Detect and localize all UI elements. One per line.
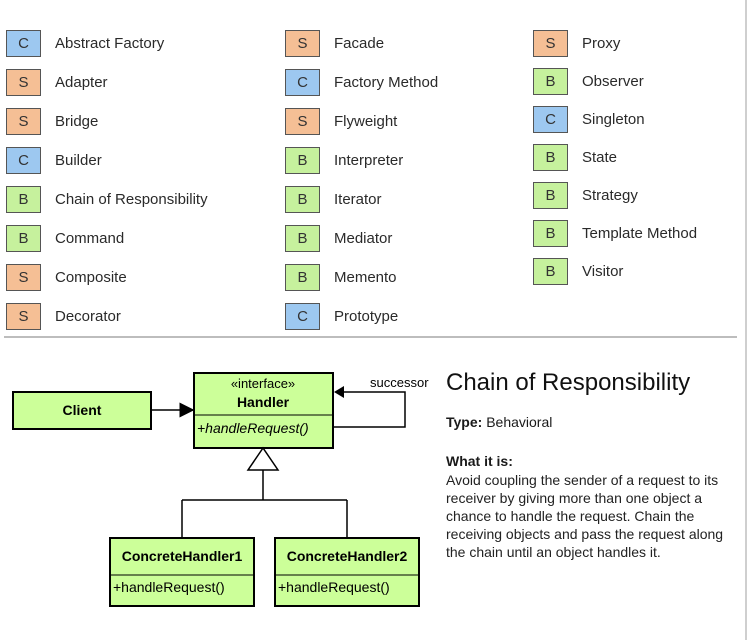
pattern-name: Singleton [582,110,645,128]
concrete-handler-1-box [109,537,255,607]
pattern-name: Observer [582,72,644,90]
pattern-title: Chain of Responsibility [446,369,691,396]
pattern-category-badge: B [6,185,41,213]
pattern-category-badge: B [533,67,568,95]
pattern-category-badge: B [533,257,568,285]
pattern-name: State [582,148,618,166]
pattern-name: Template Method [582,224,698,242]
right-border [745,0,747,640]
concrete-handler-2-method: +handleRequest() [278,579,390,595]
section-divider [4,336,737,338]
pattern-item-template-method[interactable]: B Template Method [533,218,697,248]
pattern-category-badge: B [285,146,320,174]
concrete-handler-2-box [274,537,420,607]
pattern-category-badge: C [285,68,320,96]
handler-stereotype: «interface» [231,376,295,391]
pattern-name: Factory Method [334,73,439,91]
pattern-category-badge: S [533,29,568,57]
pattern-item-facade[interactable]: S Facade [285,28,384,58]
what-it-is-heading: What it is: [446,453,513,469]
pattern-category-badge: C [533,105,568,133]
pattern-category-badge: C [6,29,41,57]
pattern-name: Adapter [55,73,108,91]
pattern-category-badge: S [6,302,41,330]
type-value: Behavioral [486,414,553,430]
successor-label: successor [370,375,429,390]
pattern-category-badge: S [6,107,41,135]
pattern-category-badge: B [285,224,320,252]
pattern-category-badge: S [285,29,320,57]
pattern-name: Proxy [582,34,621,52]
pattern-name: Builder [55,151,102,169]
pattern-name: Chain of Responsibility [55,190,208,208]
pattern-item-bridge[interactable]: S Bridge [6,106,98,136]
pattern-category-badge: B [6,224,41,252]
pattern-item-state[interactable]: B State [533,142,617,172]
pattern-item-builder[interactable]: C Builder [6,145,102,175]
pattern-item-memento[interactable]: B Memento [285,262,397,292]
pattern-item-factory-method[interactable]: C Factory Method [285,67,438,97]
pattern-name: Strategy [582,186,638,204]
pattern-name: Visitor [582,262,624,280]
pattern-name: Decorator [55,307,121,325]
pattern-item-command[interactable]: B Command [6,223,124,253]
pattern-category-badge: B [533,143,568,171]
pattern-category-badge: C [285,302,320,330]
pattern-name: Abstract Factory [55,34,165,52]
pattern-category-badge: B [533,219,568,247]
handler-class-name: Handler [237,394,290,410]
pattern-item-mediator[interactable]: B Mediator [285,223,392,253]
pattern-item-flyweight[interactable]: S Flyweight [285,106,397,136]
pattern-name: Mediator [334,229,393,247]
client-class-name: Client [63,402,102,418]
pattern-item-visitor[interactable]: B Visitor [533,256,623,286]
pattern-item-adapter[interactable]: S Adapter [6,67,108,97]
pattern-item-iterator[interactable]: B Iterator [285,184,382,214]
pattern-name: Memento [334,268,397,286]
successor-self-association [333,391,406,428]
pattern-category-badge: B [533,181,568,209]
concrete-handler-2-name: ConcreteHandler2 [287,548,408,564]
pattern-name: Composite [55,268,127,286]
pattern-item-abstract-factory[interactable]: C Abstract Factory [6,28,164,58]
concrete-handler-1-method: +handleRequest() [113,579,225,595]
successor-arrowhead [334,386,344,398]
pattern-name: Command [55,229,125,247]
pattern-item-observer[interactable]: B Observer [533,66,644,96]
pattern-category-badge: S [6,68,41,96]
pattern-item-singleton[interactable]: C Singleton [533,104,645,134]
pattern-category-badge: C [6,146,41,174]
pattern-name: Interpreter [334,151,404,169]
handler-method: +handleRequest() [197,420,309,436]
pattern-category-badge: B [285,185,320,213]
pattern-name: Bridge [55,112,99,130]
pattern-item-composite[interactable]: S Composite [6,262,127,292]
pattern-item-decorator[interactable]: S Decorator [6,301,121,331]
pattern-name: Iterator [334,190,382,208]
uml-diagram: Client «interface» Handler +handleReques… [12,372,429,607]
concrete-handler-1-name: ConcreteHandler1 [122,548,243,564]
pattern-category-badge: S [6,263,41,291]
what-it-is-description: Avoid coupling the sender of a request t… [446,472,724,560]
handler-interface-box [193,372,334,449]
pattern-name: Prototype [334,307,399,325]
pattern-item-chain-of-responsibility[interactable]: B Chain of Responsibility [6,184,208,214]
client-class-box [12,391,152,430]
type-label: Type: [446,414,483,430]
pattern-category-badge: B [285,263,320,291]
pattern-category-badge: S [285,107,320,135]
pattern-item-proxy[interactable]: S Proxy [533,28,620,58]
inheritance-triangle [246,446,280,471]
pattern-item-prototype[interactable]: C Prototype [285,301,398,331]
pattern-item-interpreter[interactable]: B Interpreter [285,145,403,175]
pattern-item-strategy[interactable]: B Strategy [533,180,638,210]
pattern-type: Type: Behavioral [446,414,552,430]
pattern-name: Flyweight [334,112,398,130]
pattern-name: Facade [334,34,385,52]
